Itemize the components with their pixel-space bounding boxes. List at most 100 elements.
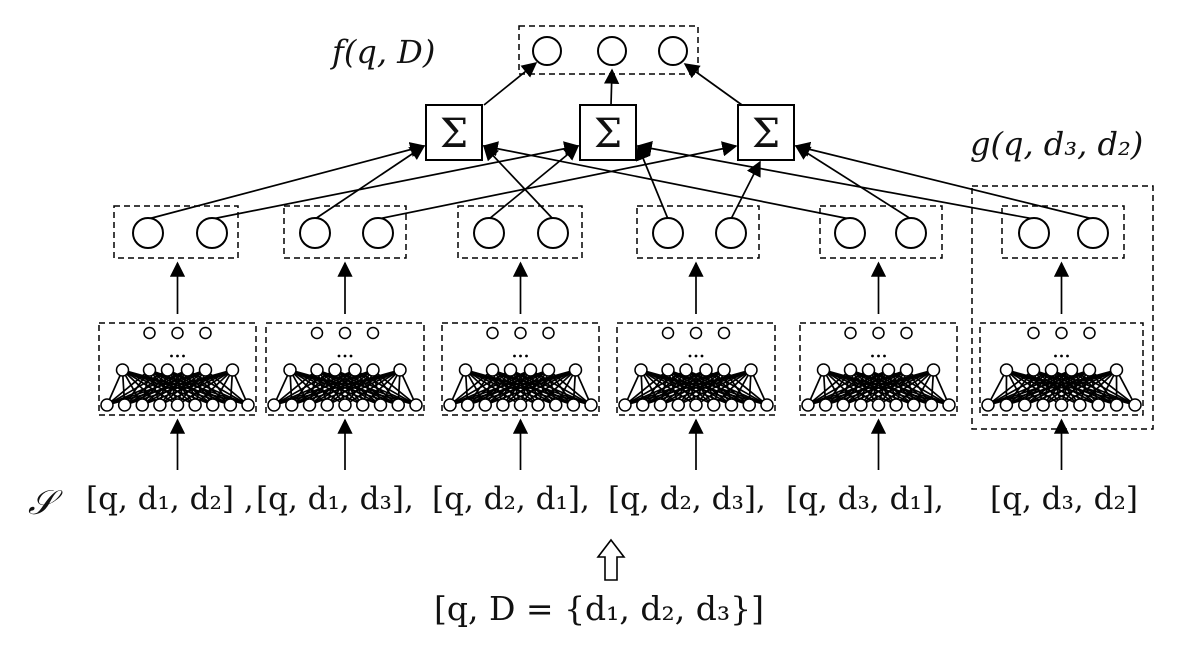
network-link-2-3-0: [273, 369, 356, 406]
network-link-4-4-2: [660, 369, 725, 406]
network-blocks: [98, 261, 1144, 470]
network-input-node-3-2: [460, 398, 475, 412]
network-output-dot-6-1: [1027, 326, 1040, 340]
network-input-node-2-5: [338, 398, 352, 412]
network-link-6-5-3: [1042, 369, 1117, 406]
network-link-6-2-0: [987, 369, 1052, 406]
network-ellipsis-dot-6-3: [1066, 354, 1069, 358]
network-link-1-1-0: [106, 369, 151, 406]
network-link-2-4-2: [309, 369, 374, 406]
edge-to-sum-10: [794, 145, 912, 220]
pair-score-node-6-1: [1018, 217, 1050, 249]
network-hidden-node-5-1: [816, 363, 831, 377]
network-link-1-4-3: [159, 369, 207, 406]
network-hidden-node-1-4: [180, 363, 195, 377]
network-link-6-4-1: [1006, 369, 1090, 406]
network-input-node-4-7: [724, 398, 739, 412]
network-hidden-node-4-5: [717, 363, 731, 377]
network-hidden-node-2-2: [310, 363, 324, 377]
network-link-3-1-0: [449, 369, 494, 406]
edge-to-sum-8: [730, 160, 761, 220]
network-link-4-4-1: [642, 369, 725, 406]
network-input-node-6-4: [1036, 398, 1050, 412]
pair-score-box-3: [457, 205, 583, 259]
network-output-dot-2-3: [366, 326, 380, 340]
network-output-dot-5-3: [900, 326, 913, 340]
network-link-1-4-2: [141, 369, 206, 406]
network-ellipsis-dot-4-3: [700, 354, 704, 358]
tuple-label-2: [q, d₁, d₃],: [256, 481, 414, 517]
network-input-node-3-9: [584, 398, 598, 412]
network-ellipsis-dot-4-2: [694, 354, 698, 358]
pair-score-node-6-2: [1077, 217, 1109, 249]
network-input-node-4-5: [689, 398, 703, 412]
network-output-dot-5-2: [872, 326, 885, 340]
network-input-node-6-2: [999, 398, 1014, 412]
tuple-label-5: [q, d₃, d₁],: [786, 481, 944, 517]
tuple-label-3: [q, d₂, d₁],: [432, 481, 590, 517]
network-output-dot-1-2: [171, 326, 184, 340]
network-input-node-5-9: [942, 398, 956, 412]
network-hidden-node-1-5: [198, 363, 213, 377]
network-link-5-4-3: [860, 369, 908, 406]
network-input-node-3-6: [531, 398, 545, 412]
network-input-node-2-4: [320, 398, 334, 412]
network-output-dot-2-1: [310, 326, 324, 340]
network-input-node-6-5: [1054, 398, 1069, 412]
network-hidden-node-5-4: [881, 363, 896, 377]
network-ellipsis-dot-4-1: [688, 354, 692, 358]
network-link-3-4-3: [502, 369, 550, 406]
network-input-node-5-7: [907, 398, 921, 412]
network-link-3-2-0: [449, 369, 511, 406]
network-input-node-4-6: [707, 398, 721, 412]
network-link-3-4-4: [519, 369, 550, 406]
network-ellipsis-dot-1-2: [176, 354, 179, 358]
network-link-2-1-0: [273, 369, 318, 406]
network-hidden-node-2-5: [366, 363, 380, 377]
network-block-6: [979, 261, 1144, 470]
edge-to-sum-3: [314, 145, 426, 220]
network-box-1: [98, 322, 257, 416]
network-ellipsis-dot-6-2: [1060, 354, 1063, 358]
network-input-node-2-2: [285, 398, 299, 412]
network-hidden-node-2-3: [328, 363, 342, 377]
network-link-2-2-0: [273, 369, 336, 406]
network-input-node-4-3: [653, 398, 668, 412]
network-input-node-5-5: [871, 398, 886, 412]
sum-input-edges: [147, 140, 1094, 220]
network-link-5-1-0: [807, 369, 852, 406]
network-ellipsis-dot-2-1: [337, 354, 341, 358]
network-link-3-4-2: [484, 369, 549, 406]
network-input-node-1-3: [135, 398, 149, 412]
network-link-5-4-1: [825, 369, 907, 406]
pair-score-node-3-1: [473, 217, 505, 249]
network-ellipsis-dot-1-1: [170, 354, 173, 358]
network-link-5-5-5: [895, 369, 935, 406]
network-link-3-4-1: [467, 369, 549, 406]
network-input-node-1-7: [206, 398, 220, 412]
network-ellipsis-dot-2-3: [349, 354, 353, 358]
sum-to-output-arrow-2: [603, 68, 620, 106]
network-hidden-node-2-1: [283, 363, 297, 377]
network-hidden-node-3-4: [523, 363, 538, 377]
network-input-node-1-2: [117, 398, 132, 412]
network-hidden-node-2-4: [348, 363, 362, 377]
network-hidden-node-3-5: [541, 363, 556, 377]
network-input-node-2-1: [267, 398, 281, 412]
network-input-node-1-5: [170, 398, 185, 412]
network-link-6-0-5: [1006, 369, 1081, 406]
network-hidden-node-6-2: [1026, 363, 1041, 377]
pair-score-node-3-2: [537, 217, 569, 249]
network-link-3-3-0: [449, 369, 531, 406]
edge-to-sum-5: [488, 145, 580, 220]
network-hidden-node-4-1: [634, 363, 648, 377]
edge-to-sum-4: [377, 141, 738, 220]
output-box: [518, 25, 699, 75]
network-input-node-2-3: [302, 398, 317, 412]
network-link-1-4-1: [124, 369, 206, 406]
output-node-2: [597, 36, 627, 66]
pair-score-node-2-1: [299, 217, 331, 249]
network-input-node-6-1: [981, 398, 995, 412]
sum-node-2: [579, 104, 637, 161]
network-input-node-6-6: [1073, 398, 1087, 412]
